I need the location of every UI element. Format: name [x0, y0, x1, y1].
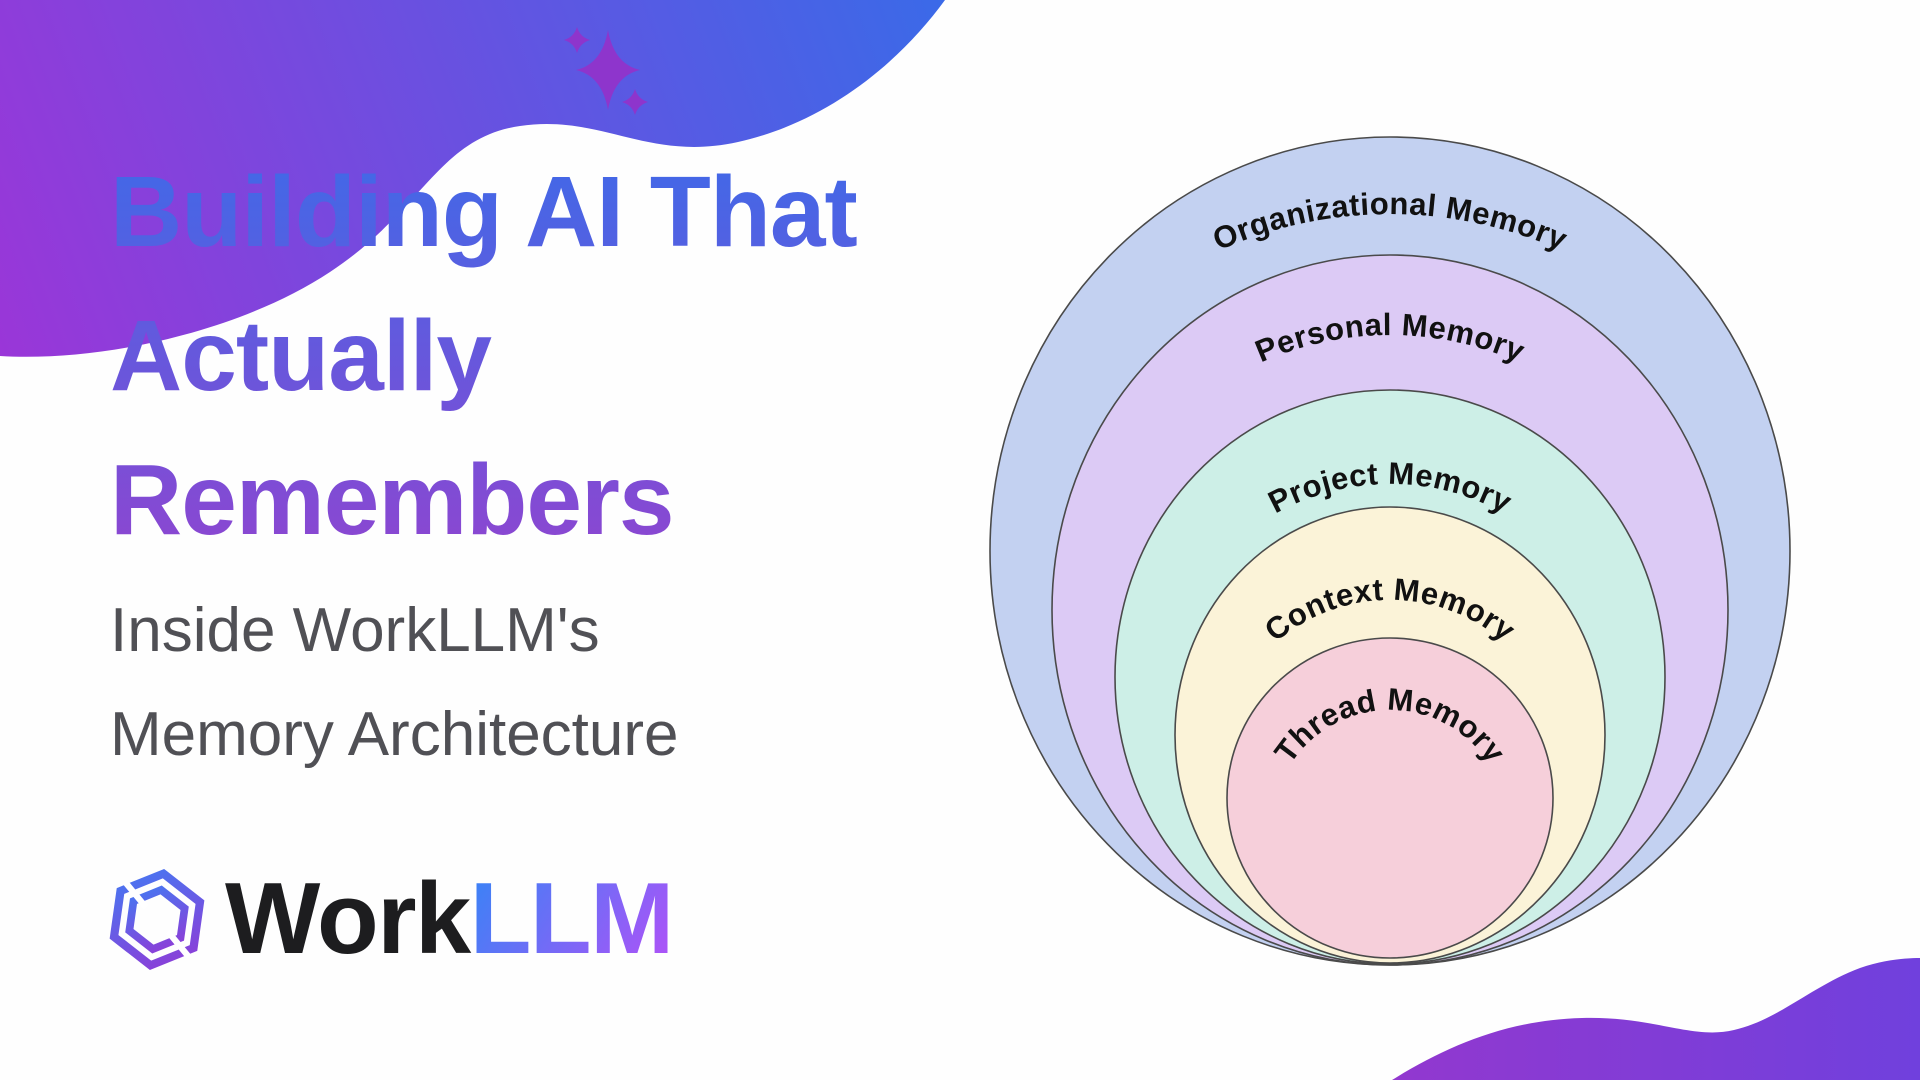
title-line: Actually	[110, 300, 492, 412]
bottom-right-blob-decoration	[1392, 958, 1920, 1080]
page-title: Building AI That Actually Remembers	[110, 140, 857, 572]
title-line: Building AI That	[110, 156, 857, 268]
title-line: Remembers	[110, 444, 674, 556]
memory-rings-diagram: Organizational Memory Personal Memory Pr…	[989, 136, 1791, 966]
brand-prefix: Work	[225, 862, 471, 975]
brand-logo: WorkLLM	[105, 862, 674, 976]
hexagon-logo-icon	[109, 868, 205, 970]
brand-wordmark: WorkLLM	[225, 868, 674, 970]
top-left-blob-decoration	[0, 0, 945, 357]
sparkle-icon	[564, 27, 648, 115]
brand-suffix: LLM	[469, 862, 675, 975]
page-subtitle: Inside WorkLLM's Memory Architecture	[110, 579, 679, 787]
subtitle-line: Memory Architecture	[110, 700, 679, 769]
subtitle-line: Inside WorkLLM's	[110, 596, 600, 665]
ring-thread-memory	[1226, 637, 1554, 959]
